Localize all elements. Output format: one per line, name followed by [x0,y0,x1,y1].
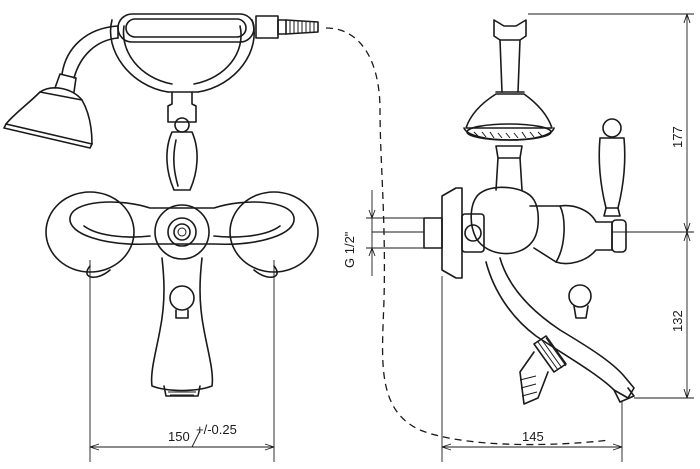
hand-shower-neck [61,25,119,79]
tolerance-label: +/-0.25 [196,422,237,437]
side-shower-head [463,93,555,141]
hose-connector [255,15,319,39]
side-column [495,145,523,191]
thread-label: G 1/2" [342,231,357,268]
central-column [166,91,198,191]
side-wall-connector [423,187,485,279]
spout-front [150,257,214,397]
side-shower-hook [493,19,527,93]
dimension-145 [441,443,623,451]
diverter-knob [154,204,210,260]
hand-shower-head [3,73,93,149]
front-view [3,13,319,462]
side-body [470,186,627,265]
hose-dashed [325,27,611,446]
dimension-thread [366,190,424,276]
shower-cradle [109,13,255,93]
mixer-body [69,201,295,246]
dimension-145-label: 145 [522,429,544,444]
dimension-132-label: 132 [670,310,685,332]
side-view [366,13,694,462]
side-diverter [519,335,567,405]
side-lever-handle [598,118,626,217]
dimension-150-label: 150 [168,429,190,444]
dimension-150 [89,430,275,451]
side-spout [485,257,635,403]
dimension-stack-right [683,13,691,399]
dimension-177-label: 177 [670,126,685,148]
